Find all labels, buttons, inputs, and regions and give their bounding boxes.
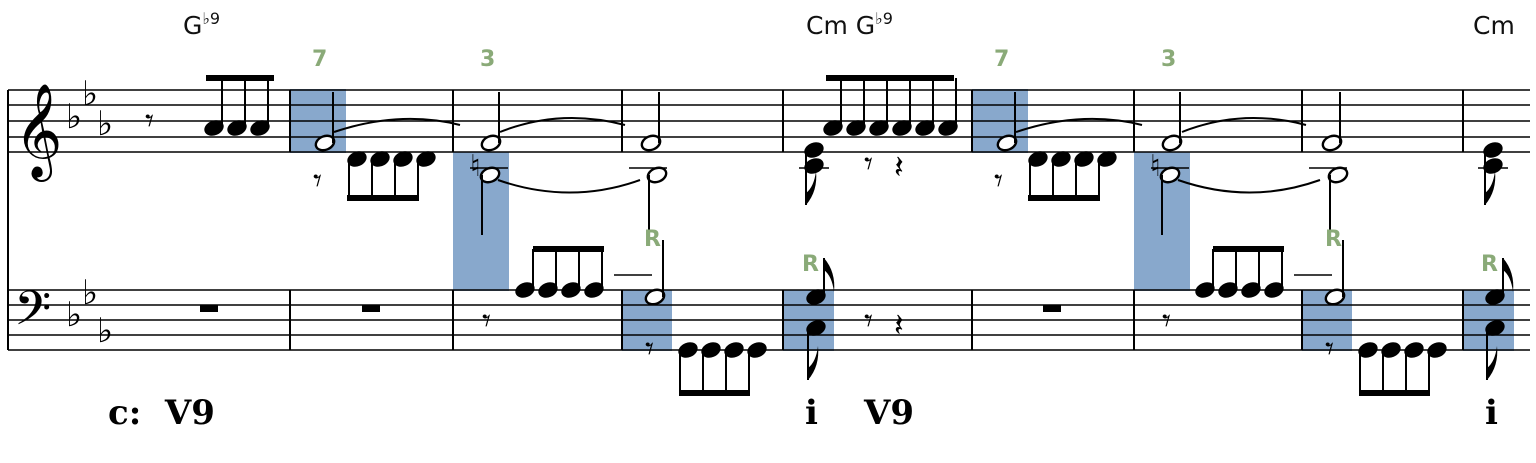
- interval-label: 7: [312, 47, 327, 72]
- interval-label: R: [1325, 227, 1342, 252]
- note-flag: [808, 346, 819, 380]
- note-flag: [1485, 171, 1496, 205]
- notes: ♮♮: [204, 78, 1514, 393]
- interval-label: R: [644, 227, 661, 252]
- roman-numeral: i: [805, 393, 818, 433]
- roman-numerals: c: V9 i V9 i: [108, 393, 1498, 433]
- interval-label: 3: [1161, 47, 1176, 72]
- note-flag: [1487, 346, 1498, 380]
- bass-staff: [8, 289, 1530, 351]
- roman-numeral: V9: [863, 393, 914, 433]
- treble-clef-icon: 𝄞: [14, 83, 62, 182]
- chord-symbol: G♭9: [183, 9, 220, 40]
- note-flag: [824, 258, 835, 292]
- eighth-rest-icon: 𝄾: [994, 161, 1003, 201]
- whole-rest-icon: [362, 305, 380, 312]
- barlines: [7, 90, 1464, 350]
- natural-icon: ♮: [1150, 149, 1161, 184]
- chord-symbol: Cm: [1473, 11, 1515, 40]
- key-signature-treble: ♭ ♭ ♭: [66, 74, 113, 144]
- quarter-rest-icon: 𝄽: [894, 148, 904, 186]
- interval-label: R: [802, 252, 819, 277]
- flat-icon: ♭: [82, 74, 98, 114]
- flat-icon: ♭: [66, 295, 82, 335]
- eighth-rest-icon: 𝄾: [482, 301, 491, 341]
- interval-labels: 7 3 R R 7 3 R R: [312, 47, 1498, 277]
- bass-clef-icon: 𝄢: [14, 280, 51, 348]
- eighth-rest-icon: 𝄾: [313, 161, 322, 201]
- roman-numeral: i: [1485, 393, 1498, 433]
- beams: [206, 75, 1430, 396]
- eighth-rest-icon: 𝄾: [864, 144, 873, 184]
- key-signature-bass: ♭ ♭ ♭: [66, 273, 113, 351]
- eighth-rest-icon: 𝄾: [1162, 301, 1171, 341]
- ties: [333, 116, 1321, 194]
- interval-label: 7: [994, 47, 1009, 72]
- flat-icon: ♭: [82, 273, 98, 313]
- eighth-rest-icon: 𝄾: [145, 101, 154, 141]
- whole-rest-icon: [200, 305, 218, 312]
- flat-icon: ♭: [66, 97, 82, 137]
- interval-label: 3: [480, 47, 495, 72]
- roman-numeral: c: V9: [108, 393, 215, 433]
- quarter-rest-icon: 𝄽: [894, 306, 904, 344]
- chord-symbol: Cm G♭9: [806, 9, 893, 40]
- eighth-rest-icon: 𝄾: [645, 329, 654, 369]
- eighth-rest-icon: 𝄾: [1325, 329, 1334, 369]
- flat-icon: ♭: [97, 104, 113, 144]
- rests: 𝄾 𝄾 𝄾 𝄽 𝄾 𝄾 𝄾 𝄾 𝄽 𝄾 𝄾: [145, 101, 1334, 369]
- interval-label: R: [1481, 252, 1498, 277]
- flat-icon: ♭: [97, 311, 113, 351]
- natural-icon: ♮: [470, 149, 481, 184]
- eighth-rest-icon: 𝄾: [864, 301, 873, 341]
- note-flag: [1503, 258, 1514, 292]
- chord-symbols: G♭9 Cm G♭9 Cm: [183, 9, 1515, 40]
- note-flag: [806, 171, 817, 205]
- whole-rest-icon: [1043, 305, 1061, 312]
